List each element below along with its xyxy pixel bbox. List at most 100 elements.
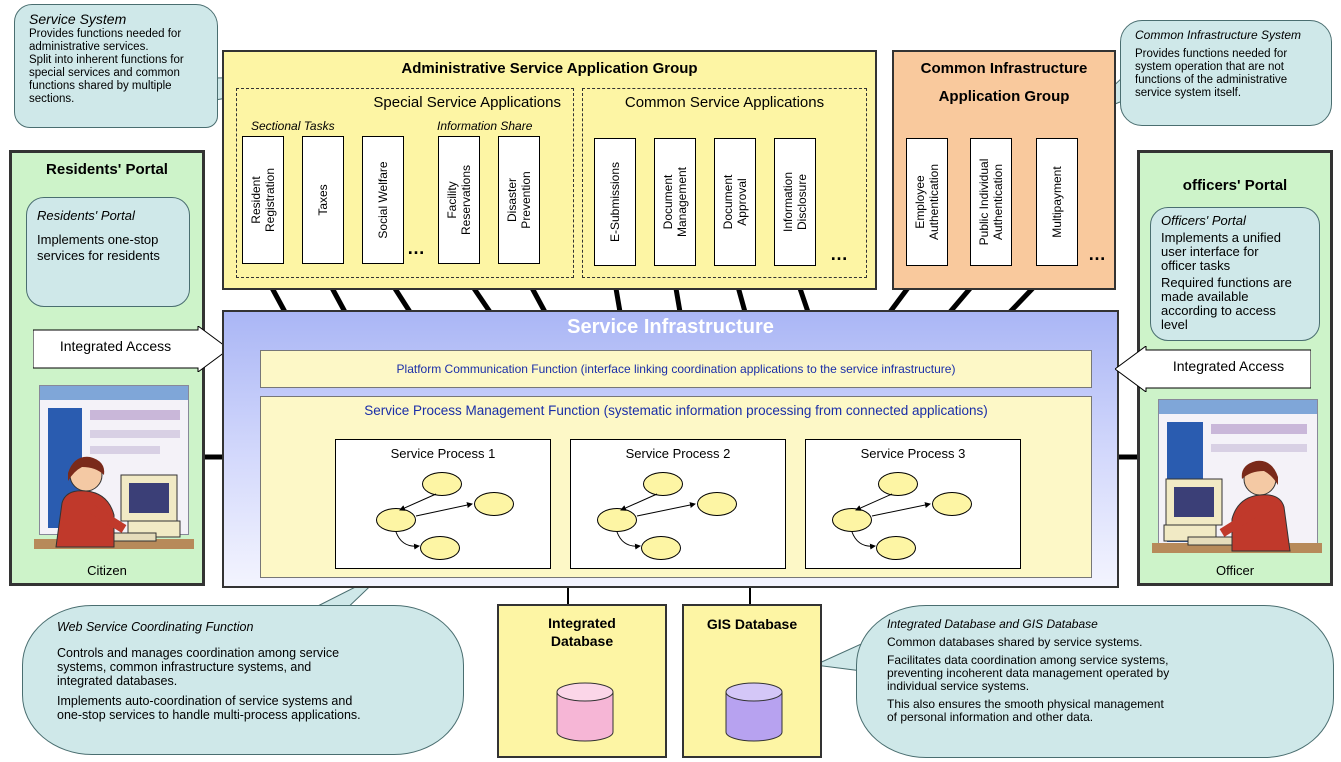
officers-portal-title: officers' Portal xyxy=(1182,177,1288,194)
service-infra-title: Service Infrastructure xyxy=(567,316,774,338)
gis-database: GIS Database xyxy=(682,604,822,758)
common-infra-system-line: service system itself. xyxy=(1135,87,1242,99)
integrated-database: Integrated Database xyxy=(497,604,667,758)
app-multipayment: Multipayment xyxy=(1036,138,1078,266)
app-label: Information Disclosure xyxy=(781,171,809,233)
common-infra-system-title: Common Infrastructure System xyxy=(1135,28,1302,42)
web-service-title: Web Service Coordinating Function xyxy=(57,620,254,634)
common-infra-system-line: Provides functions needed for xyxy=(1135,48,1288,60)
web-service-callout: Web Service Coordinating Function Contro… xyxy=(22,605,464,755)
residents-callout-line: services for residents xyxy=(37,248,160,263)
db-callout-line: Common databases shared by service syste… xyxy=(887,635,1143,649)
service-process-mgmt: Service Process Management Function (sys… xyxy=(260,396,1092,578)
residents-callout-title: Residents' Portal xyxy=(37,208,135,223)
db-callout-title: Integrated Database and GIS Database xyxy=(887,617,1098,631)
citizen-icon xyxy=(34,456,194,549)
app-e-submissions: E-Submissions xyxy=(594,138,636,266)
app-label: Employee Authentication xyxy=(913,163,941,241)
residents-integrated-access: Integrated Access xyxy=(33,326,231,372)
common-infra-title-2: Application Group xyxy=(938,88,1070,105)
officers-callout-line: made available xyxy=(1161,289,1249,304)
db-callout-line: This also ensures the smooth physical ma… xyxy=(887,697,1164,711)
common-service-title: Common Service Applications xyxy=(624,94,825,111)
common-infra-system-callout: Common Infrastructure System Provides fu… xyxy=(1120,20,1332,126)
app-public-individual-authentication: Public Individual Authentication xyxy=(970,138,1012,266)
residents-portal-title: Residents' Portal xyxy=(46,161,168,178)
app-document-approval: Document Approval xyxy=(714,138,756,266)
platform-comm-label: Platform Communication Function (interfa… xyxy=(396,362,956,376)
web-service-line: integrated databases. xyxy=(57,674,178,688)
residents-callout-line: Implements one-stop xyxy=(37,232,159,247)
service-system-title: Service System xyxy=(29,11,127,27)
gis-db-title: GIS Database xyxy=(706,616,798,632)
residents-portal-callout: Residents' Portal Implements one-stop se… xyxy=(26,197,190,307)
citizen-label: Citizen xyxy=(87,563,127,578)
officers-callout-line: level xyxy=(1161,317,1188,332)
app-label: Facility Reservations xyxy=(445,164,473,236)
process-label: Service Process 1 xyxy=(390,446,496,461)
officers-callout-line: Implements a unified xyxy=(1161,230,1281,245)
app-disaster-prevention: Disaster Prevention xyxy=(498,136,540,264)
service-system-line: sections. xyxy=(29,93,75,105)
residents-access-label: Integrated Access xyxy=(59,338,172,354)
web-service-line: systems, common infrastructure systems, … xyxy=(57,660,312,674)
officers-callout-line: user interface for xyxy=(1161,244,1259,259)
web-service-line: one-stop services to handle multi-proces… xyxy=(57,708,361,722)
db-callout-line: Facilitates data coordination among serv… xyxy=(887,653,1169,667)
app-label: Document Approval xyxy=(721,174,749,230)
ellipsis: … xyxy=(830,244,849,264)
special-service-title: Special Service Applications xyxy=(373,94,561,111)
service-system-line: special services and common xyxy=(29,67,180,79)
ellipsis: … xyxy=(1088,244,1107,264)
sectional-tasks-label: Sectional Tasks xyxy=(251,119,335,133)
app-social-welfare: Social Welfare xyxy=(362,136,404,264)
process-mgmt-label: Service Process Management Function (sys… xyxy=(364,403,988,418)
service-system-line: Provides functions needed for xyxy=(29,28,182,40)
web-service-line: Controls and manages coordination among … xyxy=(57,646,340,660)
officers-access-label: Integrated Access xyxy=(1172,358,1285,374)
app-label: Public Individual Authentication xyxy=(977,158,1005,246)
common-infra-title-1: Common Infrastructure xyxy=(920,60,1088,77)
common-infra-group: Common Infrastructure Application Group … xyxy=(892,50,1116,290)
officers-callout-line: Required functions are xyxy=(1161,275,1292,290)
app-taxes: Taxes xyxy=(302,136,344,264)
app-label: Resident Registration xyxy=(249,167,277,233)
integrated-db-title-1: Integrated xyxy=(548,615,616,631)
app-information-disclosure: Information Disclosure xyxy=(774,138,816,266)
ellipsis: … xyxy=(407,238,426,258)
db-callout-line: of personal information and other data. xyxy=(887,710,1094,724)
service-process-2: Service Process 2 xyxy=(570,439,786,569)
information-share-label: Information Share xyxy=(437,119,533,133)
platform-comm-function: Platform Communication Function (interfa… xyxy=(260,350,1092,388)
officers-callout-line: officer tasks xyxy=(1161,258,1231,273)
service-system-line: administrative services. xyxy=(29,41,149,53)
db-callout-line: individual service systems. xyxy=(887,679,1030,693)
service-system-callout: Service System Provides functions needed… xyxy=(14,4,218,128)
app-resident-registration: Resident Registration xyxy=(242,136,284,264)
officers-callout-title: Officers' Portal xyxy=(1161,213,1246,228)
common-infra-system-line: system operation that are not xyxy=(1135,61,1284,73)
db-callout-line: preventing incoherent data management op… xyxy=(887,666,1170,680)
service-process-3: Service Process 3 xyxy=(805,439,1021,569)
service-system-line: Split into inherent functions for xyxy=(29,54,184,66)
admin-service-group: Administrative Service Application Group… xyxy=(222,50,877,290)
web-service-line: Implements auto-coordination of service … xyxy=(57,694,353,708)
integrated-db-title-2: Database xyxy=(550,633,614,649)
app-label: Disaster Prevention xyxy=(505,171,533,229)
officers-callout-line: according to access xyxy=(1161,303,1276,318)
service-infrastructure: Service Infrastructure Platform Communic… xyxy=(222,310,1119,588)
officers-portal-callout: Officers' Portal Implements a unified us… xyxy=(1150,207,1320,341)
app-facility-reservations: Facility Reservations xyxy=(438,136,480,264)
app-label: Taxes xyxy=(316,184,330,216)
process-label: Service Process 2 xyxy=(625,446,731,461)
officer-label: Officer xyxy=(1215,563,1255,578)
service-process-1: Service Process 1 xyxy=(335,439,551,569)
app-label: Multipayment xyxy=(1050,166,1064,238)
service-system-line: functions shared by multiple xyxy=(29,80,172,92)
common-infra-system-line: functions of the administrative xyxy=(1135,74,1288,86)
admin-group-title: Administrative Service Application Group xyxy=(401,60,698,77)
app-document-management: Document Management xyxy=(654,138,696,266)
officer-icon xyxy=(1152,460,1322,553)
app-employee-authentication: Employee Authentication xyxy=(906,138,948,266)
common-service-area: Common Service Applications xyxy=(582,88,867,278)
